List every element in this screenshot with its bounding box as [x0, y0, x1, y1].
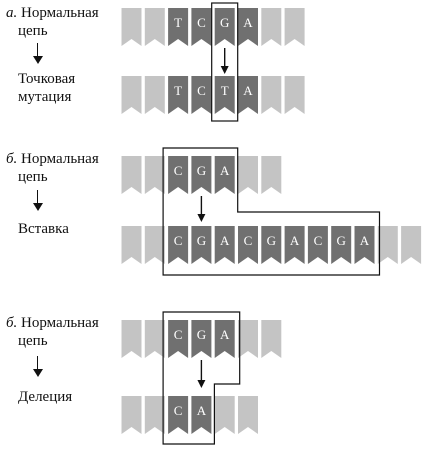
panel-c-bottom-nucleotide-2 [168, 396, 189, 434]
panel-c-bottom-base-label-3: A [197, 403, 207, 418]
panel-a-result-label-line2: мутация [18, 89, 72, 105]
panel-a-mutation-arrow-head [220, 66, 229, 74]
panel-a-letter: а. [6, 5, 18, 21]
panel-a-bottom-backbone-unit-6 [261, 76, 282, 114]
panel-a-bottom-nucleotide-2 [168, 76, 189, 114]
panel-c-bottom-base-label-2: C [174, 403, 183, 418]
panel-b-normal-text: Нормальная [21, 151, 99, 167]
panel-b-bottom-backbone-unit-12 [401, 226, 422, 264]
panel-a-top-base-label-5: A [243, 15, 253, 30]
panel-b-top-backbone-unit-0 [121, 156, 142, 194]
panel-c-bottom-nucleotide-3 [191, 396, 212, 434]
panel-b-top-base-label-4: A [220, 163, 230, 178]
panel-b-bottom-base-label-7: A [290, 233, 300, 248]
panel-a-top-base-label-2: T [174, 15, 182, 30]
panel-b-bottom-backbone-unit-1 [144, 226, 165, 264]
panel-c-result-label: Делеция [18, 389, 73, 405]
panel-b-insertion-arrow-head [197, 214, 206, 222]
panel-a-normal-text: Нормальная [21, 5, 99, 21]
panel-c-normal-label: б. Нормальная [6, 314, 99, 332]
panel-b-bottom-base-label-2: C [174, 233, 183, 248]
panel-c-top-base-label-2: C [174, 327, 183, 342]
panel-c-top-backbone-unit-5 [238, 320, 258, 358]
panel-c-letter: б. [6, 315, 18, 331]
panel-c-top-nucleotide-4 [214, 320, 235, 358]
panel-b-normal-label: б. Нормальная [6, 150, 99, 168]
panel-a-bottom-nucleotide-4 [214, 76, 235, 114]
panel-a-top-nucleotide-4 [214, 8, 235, 46]
panel-a-bottom-base-label-4: T [221, 83, 229, 98]
panel-b-bottom-nucleotide-6 [261, 226, 282, 264]
panel-b-bottom-backbone-unit-0 [121, 226, 142, 264]
panel-c-top-nucleotide-2 [168, 320, 189, 358]
panel-c-bottom-backbone-unit-5 [238, 396, 258, 434]
panel-a-bottom-base-label-2: T [174, 83, 182, 98]
panel-a-top-backbone-unit-6 [261, 8, 282, 46]
panel-a-normal-label: а. Нормальная [6, 4, 99, 22]
panel-b-bottom-nucleotide-9 [331, 226, 352, 264]
panel-a-top-nucleotide-3 [191, 8, 212, 46]
panel-c-top-nucleotide-3 [191, 320, 212, 358]
panel-b-bottom-nucleotide-10 [354, 226, 375, 264]
panel-a-top-nucleotide-5 [238, 8, 258, 46]
panel-b-bottom-nucleotide-2 [168, 226, 189, 264]
panel-b-top-nucleotide-2 [168, 156, 189, 194]
panel-b-bottom-base-label-4: A [220, 233, 230, 248]
panel-a-bottom-backbone-unit-7 [284, 76, 305, 114]
panel-b-bottom-nucleotide-7 [284, 226, 305, 264]
panel-c-bottom-backbone-unit-1 [144, 396, 165, 434]
panel-c-top-base-label-4: A [220, 327, 230, 342]
panel-b-normal-label-line2: цепь [18, 169, 48, 185]
panel-b-bottom-nucleotide-4 [214, 226, 235, 264]
panel-a-result-label: Точковая [18, 71, 76, 87]
panel-c-top-backbone-unit-0 [121, 320, 142, 358]
panel-b-top-nucleotide-3 [191, 156, 212, 194]
panel-c-normal-label-line2: цепь [18, 333, 48, 349]
panel-a-top-backbone-unit-1 [144, 8, 165, 46]
panel-b-bottom-base-label-10: A [360, 233, 370, 248]
panel-b-bottom-base-label-5: C [244, 233, 253, 248]
panel-b-bottom-base-label-6: G [267, 233, 276, 248]
panel-a-bottom-base-label-3: C [197, 83, 206, 98]
panel-b-result-label: Вставка [18, 221, 69, 237]
panel-a-bottom-base-label-5: A [243, 83, 253, 98]
panel-a-top-backbone-unit-7 [284, 8, 305, 46]
panel-c-top-backbone-unit-6 [261, 320, 282, 358]
panel-a-bottom-backbone-unit-1 [144, 76, 165, 114]
panel-c-normal-text: Нормальная [21, 315, 99, 331]
panel-a-top-base-label-3: C [197, 15, 206, 30]
panel-a-top-backbone-unit-0 [121, 8, 142, 46]
panel-a-bottom-backbone-unit-0 [121, 76, 142, 114]
panel-b-bottom-nucleotide-5 [238, 226, 258, 264]
panel-b-top-backbone-unit-5 [238, 156, 258, 194]
panel-a-normal-label-line2: цепь [18, 23, 48, 39]
panel-c-bottom-backbone-unit-0 [121, 396, 142, 434]
panel-b-top-backbone-unit-6 [261, 156, 282, 194]
panel-a-bottom-nucleotide-5 [238, 76, 258, 114]
panel-b-top-base-label-3: G [197, 163, 206, 178]
panel-c-top-backbone-unit-1 [144, 320, 165, 358]
panel-a-top-nucleotide-2 [168, 8, 189, 46]
panel-a-top-base-label-4: G [220, 15, 229, 30]
panel-c-bottom-backbone-unit-4 [214, 396, 235, 434]
panel-b-bottom-nucleotide-3 [191, 226, 212, 264]
panel-c-deletion-arrow-head [197, 380, 206, 388]
panel-b-insertion-box [162, 147, 381, 276]
panel-b-bottom-base-label-3: G [197, 233, 206, 248]
panel-b-bottom-base-label-8: C [314, 233, 323, 248]
panel-c-deletion-box [162, 311, 241, 445]
panel-a-mutation-box [211, 2, 239, 122]
panel-b-top-backbone-unit-1 [144, 156, 165, 194]
panel-b-bottom-nucleotide-8 [307, 226, 328, 264]
panel-b-top-base-label-2: C [174, 163, 183, 178]
panel-b-bottom-backbone-unit-11 [377, 226, 398, 264]
panel-b-letter: б. [6, 151, 18, 167]
panel-c-top-base-label-3: G [197, 327, 206, 342]
panel-a-bottom-nucleotide-3 [191, 76, 212, 114]
panel-b-bottom-base-label-9: G [337, 233, 346, 248]
panel-b-top-nucleotide-4 [214, 156, 235, 194]
